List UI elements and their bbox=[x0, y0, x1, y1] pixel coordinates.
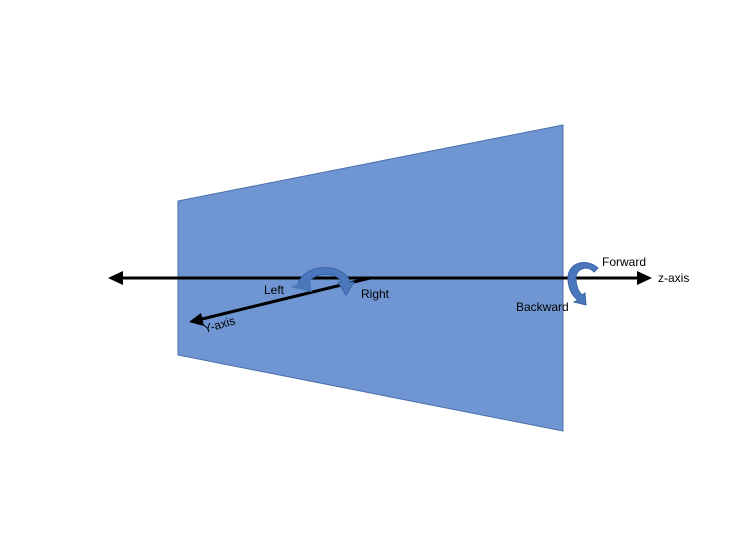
right-label: Right bbox=[361, 287, 390, 301]
forward-backward-rotation-arrow bbox=[567, 262, 599, 306]
backward-label: Backward bbox=[516, 300, 569, 314]
z-axis-label: z-axis bbox=[658, 271, 689, 285]
z-axis-arrow-left bbox=[108, 271, 123, 285]
forward-label: Forward bbox=[602, 255, 646, 269]
left-label: Left bbox=[264, 283, 285, 297]
z-axis-arrow-right bbox=[637, 271, 652, 285]
y-axis-arrow-head bbox=[189, 313, 204, 326]
left-right-rotation-arrow bbox=[290, 267, 355, 296]
